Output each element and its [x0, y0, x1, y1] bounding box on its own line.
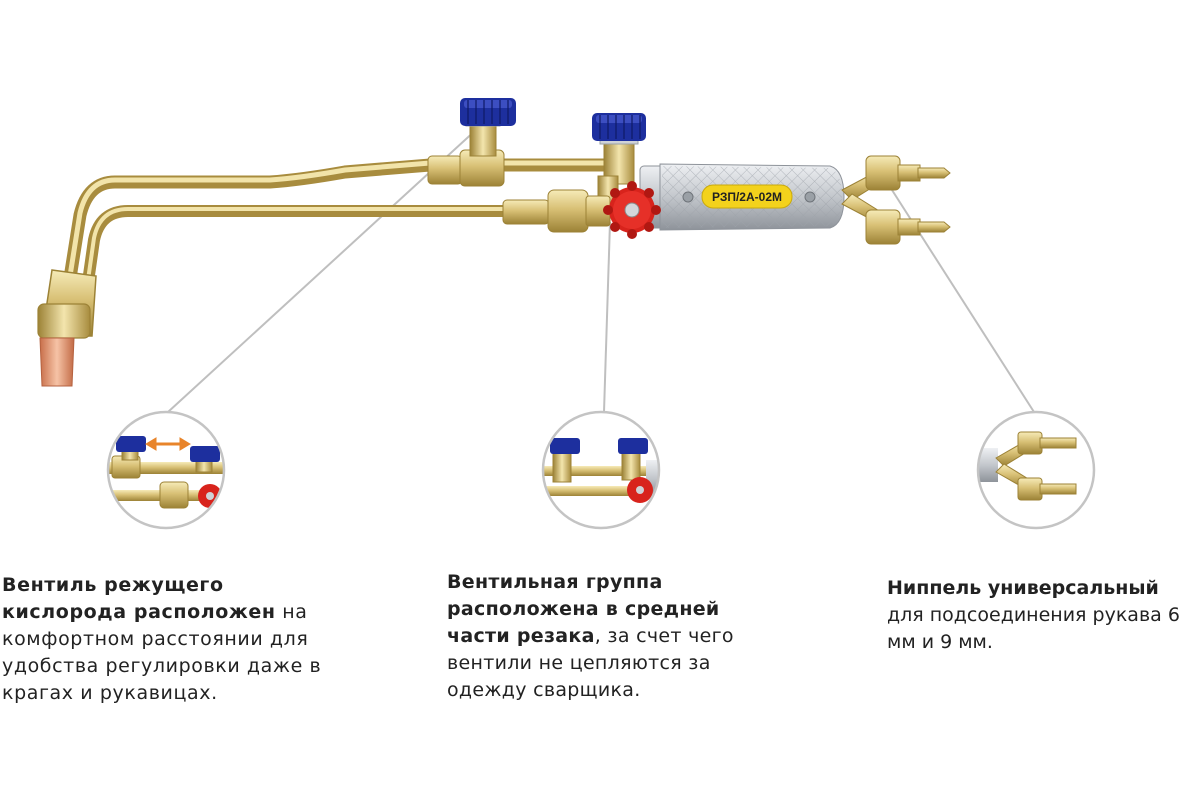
detail-circle-nipple	[976, 410, 1096, 530]
detail-circle-valve-group	[541, 410, 661, 530]
blue-valve-knob-icon	[592, 113, 646, 141]
detail-circle-oxygen-valve	[106, 410, 226, 530]
torch-head	[37, 269, 97, 387]
model-label: РЗП/2А-02М	[712, 190, 782, 204]
caption-nipple-text: для подсоединения рукава 6 мм и 9 мм.	[887, 604, 1180, 653]
caption-valve-group: Вентильная группа располо­жена в средней…	[447, 569, 759, 704]
lower-fittings	[502, 189, 611, 233]
red-valve-knob-icon	[603, 181, 661, 239]
cutting-torch: РЗП/2А-02М	[37, 98, 951, 387]
caption-valve-group-text: , за счет чего вентили не цепляются за о…	[447, 625, 734, 701]
caption-nipple: Ниппель универсальный для подсоединения …	[887, 575, 1200, 656]
caption-oxygen-valve: Вентиль режущего кислорода расположен на…	[2, 572, 334, 707]
double-arrow-icon	[145, 437, 191, 451]
caption-oxygen-valve-bold: Вентиль режущего кислорода расположен	[2, 574, 276, 623]
oxygen-valve-body	[427, 115, 505, 187]
caption-nipple-bold: Ниппель универсальный	[887, 577, 1159, 599]
handle: РЗП/2А-02М	[639, 163, 845, 231]
caption-oxygen-valve-text: на комфортном расстоянии для удобства ре…	[2, 601, 322, 704]
caption-valve-group-bold: Вентильная группа располо­жена в средней…	[447, 571, 720, 647]
blue-valve-knob-icon	[460, 98, 516, 126]
hose-nipple-icon	[841, 155, 951, 245]
lower-tube	[82, 205, 511, 288]
